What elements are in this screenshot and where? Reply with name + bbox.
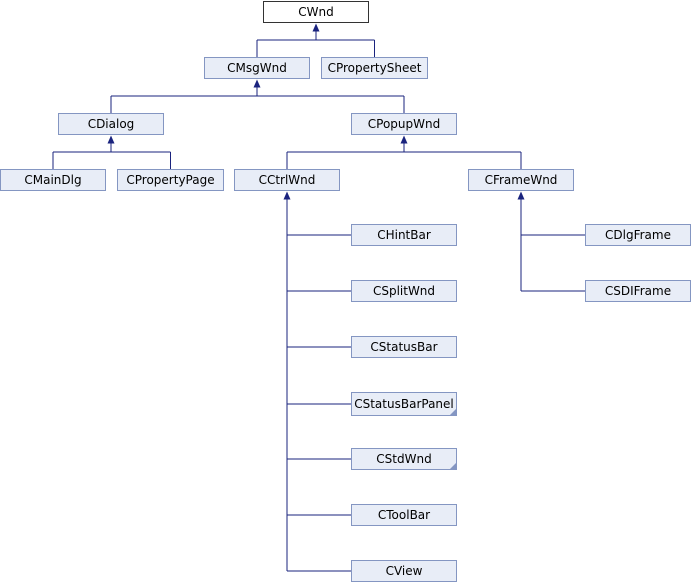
node-label-cpropertysheet: CPropertySheet <box>328 61 422 75</box>
node-box-cwnd <box>263 1 369 23</box>
arrow-into-cmsgwnd <box>253 79 261 88</box>
node-cpropertypage[interactable]: CPropertyPage <box>117 169 224 191</box>
node-label-cwnd: CWnd <box>298 5 333 19</box>
node-label-cview: CView <box>386 564 423 578</box>
node-label-cstdwnd: CStdWnd <box>376 452 431 466</box>
node-cframewnd[interactable]: CFrameWnd <box>468 169 574 191</box>
node-label-cstatusbar: CStatusBar <box>370 340 437 354</box>
node-cdialog[interactable]: CDialog <box>58 113 164 135</box>
node-box-cmaindlg <box>0 169 106 191</box>
node-label-cpropertypage: CPropertyPage <box>126 173 214 187</box>
arrow-into-cframewnd <box>517 191 525 200</box>
node-label-cctrlwnd: CCtrlWnd <box>259 173 316 187</box>
node-box-cdlgframe <box>585 224 691 246</box>
node-label-csdiframe: CSDIFrame <box>605 284 671 298</box>
node-label-cdialog: CDialog <box>88 117 135 131</box>
node-label-cmsgwnd: CMsgWnd <box>227 61 287 75</box>
node-cmaindlg[interactable]: CMainDlg <box>0 169 106 191</box>
node-cview[interactable]: CView <box>351 560 457 582</box>
node-box-cdialog <box>58 113 164 135</box>
node-cstatusbarpanel[interactable]: CStatusBarPanel <box>351 392 457 416</box>
node-csplitwnd[interactable]: CSplitWnd <box>351 280 457 302</box>
node-box-cpropertypage <box>117 169 224 191</box>
node-cctrlwnd[interactable]: CCtrlWnd <box>234 169 340 191</box>
node-box-cctrlwnd <box>234 169 340 191</box>
node-label-cstatusbarpanel: CStatusBarPanel <box>354 397 454 411</box>
node-csdiframe[interactable]: CSDIFrame <box>585 280 691 302</box>
node-label-chintbar: CHintBar <box>377 228 431 242</box>
node-box-cstatusbar <box>351 336 457 358</box>
node-label-csplitwnd: CSplitWnd <box>373 284 435 298</box>
node-label-ctoolbar: CToolBar <box>378 508 430 522</box>
node-box-cframewnd <box>468 169 574 191</box>
node-box-cmsgwnd <box>204 57 310 79</box>
node-ctoolbar[interactable]: CToolBar <box>351 504 457 526</box>
node-box-chintbar <box>351 224 457 246</box>
node-box-csdiframe <box>585 280 691 302</box>
node-chintbar[interactable]: CHintBar <box>351 224 457 246</box>
node-cwnd[interactable]: CWnd <box>263 1 369 23</box>
node-box-csplitwnd <box>351 280 457 302</box>
node-box-cstdwnd <box>351 448 457 470</box>
node-cpopupwnd[interactable]: CPopupWnd <box>351 113 457 135</box>
arrow-into-cdialog <box>107 135 115 144</box>
node-cmsgwnd[interactable]: CMsgWnd <box>204 57 310 79</box>
node-label-cdlgframe: CDlgFrame <box>605 228 671 242</box>
arrow-into-cctrlwnd <box>283 191 291 200</box>
node-label-cframewnd: CFrameWnd <box>485 173 558 187</box>
collapsed-marker-cstdwnd <box>450 463 456 469</box>
arrow-into-cwnd <box>312 23 320 32</box>
node-cdlgframe[interactable]: CDlgFrame <box>585 224 691 246</box>
node-label-cmaindlg: CMainDlg <box>24 173 81 187</box>
node-box-cview <box>351 560 457 582</box>
node-box-cpopupwnd <box>351 113 457 135</box>
node-cstatusbar[interactable]: CStatusBar <box>351 336 457 358</box>
node-box-cpropertysheet <box>321 57 428 79</box>
node-box-cstatusbarpanel <box>351 392 457 416</box>
node-box-ctoolbar <box>351 504 457 526</box>
inheritance-edges <box>52 23 585 572</box>
node-label-cpopupwnd: CPopupWnd <box>368 117 440 131</box>
arrow-into-cpopupwnd <box>400 135 408 144</box>
node-cpropertysheet[interactable]: CPropertySheet <box>321 57 428 79</box>
node-cstdwnd[interactable]: CStdWnd <box>351 448 457 470</box>
collapsed-marker-cstatusbarpanel <box>450 409 456 415</box>
